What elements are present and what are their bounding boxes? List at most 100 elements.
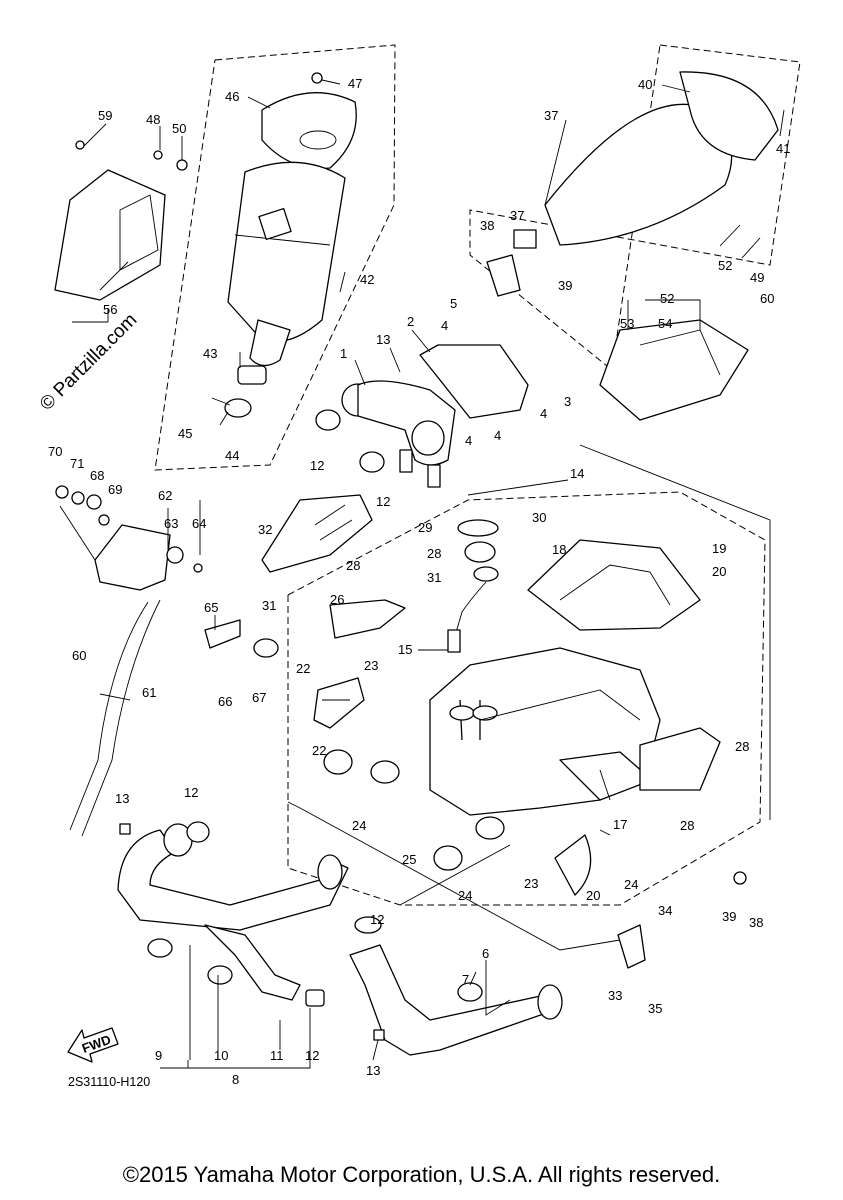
callout: 32 [258,522,272,537]
callout: 61 [142,685,156,700]
clamp-lower [475,816,505,840]
callout: 22 [312,743,326,758]
callout: 60 [72,648,86,663]
callout: 48 [146,112,160,127]
exhaust-pipe-1 [341,380,456,488]
callout: 4 [540,406,547,421]
callout: 37 [510,208,524,223]
callout: 7 [462,972,469,987]
heat-shield-16 [527,539,701,631]
exhaust-protector-2 [419,344,529,419]
washer-52-left [176,159,188,171]
callout: 44 [225,448,239,463]
callout: 20 [586,888,600,903]
cable-60 [69,601,149,831]
callout: 28 [427,546,441,561]
collar-69 [98,514,110,526]
plate-20 [554,834,592,896]
callout: 69 [108,482,122,497]
copyright-notice: ©2015 Yamaha Motor Corporation, U.S.A. A… [122,1162,721,1187]
gasket-12-b [359,451,385,473]
callout: 47 [348,76,362,91]
callout: 18 [552,542,566,557]
gasket-46 [237,365,267,385]
muffler-cover-39 [486,71,779,297]
callout: 12 [376,494,390,509]
gasket-11 [305,989,325,1007]
callout: 45 [178,426,192,441]
washer-71 [71,491,85,505]
clamp-9-b [207,965,233,985]
callout: 9 [155,1048,162,1063]
callout: 33 [608,988,622,1003]
exhaust-pipe-8 [117,823,349,1001]
callout: 52 [718,258,732,273]
callout-labels: 47 46 59 48 50 42 56 43 45 44 37 40 41 3… [48,76,790,1087]
gasket-12-a [315,409,341,431]
protector-27 [639,727,721,791]
plug-13-a [119,823,131,835]
callout: 34 [658,903,672,918]
callout: 12 [310,458,324,473]
leader-lines [59,79,785,1069]
callout: 43 [203,346,217,361]
muffler-protector [54,169,166,301]
callout: 12 [305,1048,319,1063]
callout: 3 [564,394,571,409]
bolt-51-left [153,150,163,160]
bolt-70 [55,485,69,499]
callout: 29 [418,520,432,535]
callout: 41 [776,141,790,156]
callout: 13 [376,332,390,347]
bolt-50 [311,72,323,84]
muffler-group-outline [154,44,396,471]
callout: 28 [735,739,749,754]
callout: 1 [340,346,347,361]
callout: 54 [658,316,672,331]
callout: 39 [558,278,572,293]
callout: 13 [366,1063,380,1078]
callout: 37 [544,108,558,123]
bracket-35 [617,924,646,969]
callout: 2 [407,314,414,329]
callout: 15 [398,642,412,657]
callout: 24 [352,818,366,833]
callout: 71 [70,456,84,471]
callout: 30 [532,510,546,525]
callout: 5 [450,296,457,311]
callout: 28 [680,818,694,833]
callout: 38 [749,915,763,930]
callout: 23 [524,876,538,891]
bolt-59-left [75,140,85,150]
clamp-upper [370,760,400,784]
callout: 59 [98,108,112,123]
callout: 67 [252,690,266,705]
callout: 20 [712,564,726,579]
callout: 35 [648,1001,662,1016]
callout: 49 [750,270,764,285]
muffler-49-end-cap [261,92,357,170]
clamp-9-a [147,938,173,958]
callout: 60 [760,291,774,306]
exhaust-pipe-6 [349,916,563,1056]
bracket-41 [486,254,521,297]
callout: 63 [164,516,178,531]
joint-29 [464,541,496,563]
callout: 12 [184,785,198,800]
callout: 38 [480,218,494,233]
callout: 65 [204,600,218,615]
callout: 31 [427,570,441,585]
callout: 31 [262,598,276,613]
callout: 14 [570,466,584,481]
callout: 22 [296,661,310,676]
callout: 68 [90,468,104,483]
callout: 25 [402,852,416,867]
callout: 4 [465,433,472,448]
callout: 42 [360,272,374,287]
bracket-65 [204,619,241,649]
washer-38 [733,871,747,885]
callout: 28 [346,558,360,573]
muffler-body [227,161,346,367]
callout: 17 [613,817,627,832]
